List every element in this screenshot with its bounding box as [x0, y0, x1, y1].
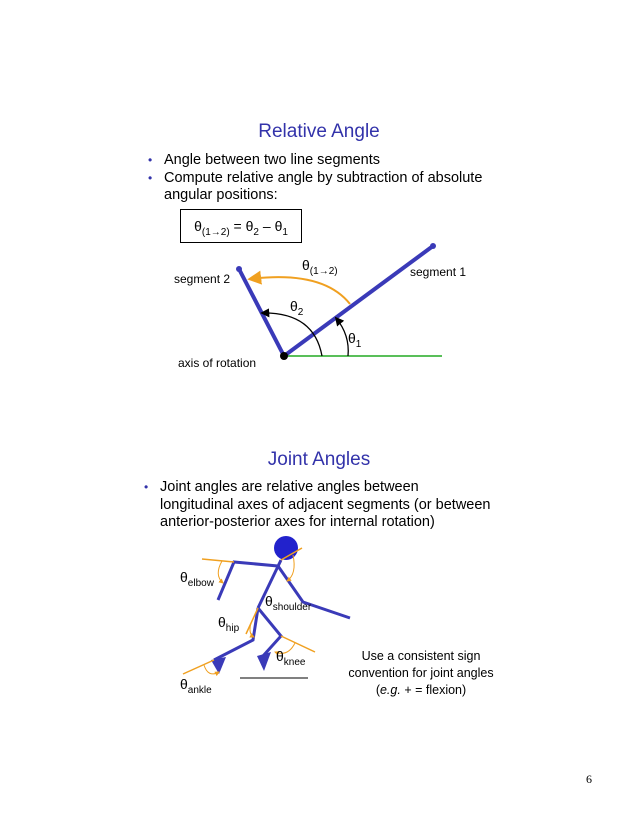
front-foot: [257, 652, 271, 671]
axis-of-rotation-label: axis of rotation: [178, 356, 257, 370]
shoulder-axis-line: [280, 547, 303, 561]
note-line-3: (e.g. + = flexion): [375, 683, 467, 697]
axis-of-rotation-point: [280, 352, 288, 360]
theta-hip-label: θhip: [218, 614, 240, 634]
knee-angle-arc: [274, 642, 296, 656]
theta-1-2-arc: [247, 270, 351, 305]
figure-rear-leg: [213, 607, 260, 662]
knee-axis-line: [280, 635, 316, 653]
segment-1-line: [282, 244, 435, 358]
hip-axis-line: [245, 607, 259, 635]
theta-knee-label: θknee: [276, 648, 306, 668]
theta-1-2-label: θ(1→2): [302, 257, 338, 277]
sign-convention-note: Use a consistent sign convention for joi…: [336, 648, 506, 699]
ankle-axis-line: [182, 659, 215, 675]
segment-1-endpoint: [430, 243, 436, 249]
theta-shoulder-label: θshoulder: [265, 593, 312, 613]
note-line-2: convention for joint angles: [348, 666, 494, 680]
rear-foot: [211, 657, 226, 674]
hip-angle-arc: [249, 622, 255, 638]
shoulder-angle-arc: [286, 554, 295, 582]
theta-ankle-label: θankle: [180, 676, 212, 696]
elbow-angle-arc: [217, 560, 224, 584]
theta-1-arc: [334, 316, 349, 357]
segment-2-label: segment 2: [174, 272, 231, 286]
theta-1-label: θ1: [348, 330, 362, 350]
segment-2-line: [237, 268, 286, 357]
relative-angle-title: Relative Angle: [258, 121, 380, 142]
theta-elbow-label: θelbow: [180, 569, 214, 589]
figure-torso: [256, 559, 283, 609]
elbow-axis-line: [201, 558, 235, 563]
note-line-1: Use a consistent sign: [361, 649, 481, 663]
joint-angles-bullets: Joint angles are relative angles between…: [142, 479, 492, 532]
bullet-item: Angle between two line segments: [146, 152, 486, 170]
page-number: 6: [586, 772, 592, 786]
relative-angle-bullets: Angle between two line segments Compute …: [146, 152, 486, 205]
bullet-item: Compute relative angle by subtraction of…: [146, 170, 486, 205]
ankle-angle-arc: [203, 664, 220, 677]
segment-1-label: segment 1: [410, 265, 467, 279]
segment-2-endpoint: [236, 266, 242, 272]
theta-2-label: θ2: [290, 298, 304, 318]
bullet-item: Joint angles are relative angles between…: [142, 479, 492, 532]
relative-angle-formula: θ(1→2) = θ2 – θ1: [180, 209, 302, 243]
theta-2-arc: [260, 308, 323, 357]
joint-angles-title: Joint Angles: [267, 449, 371, 470]
